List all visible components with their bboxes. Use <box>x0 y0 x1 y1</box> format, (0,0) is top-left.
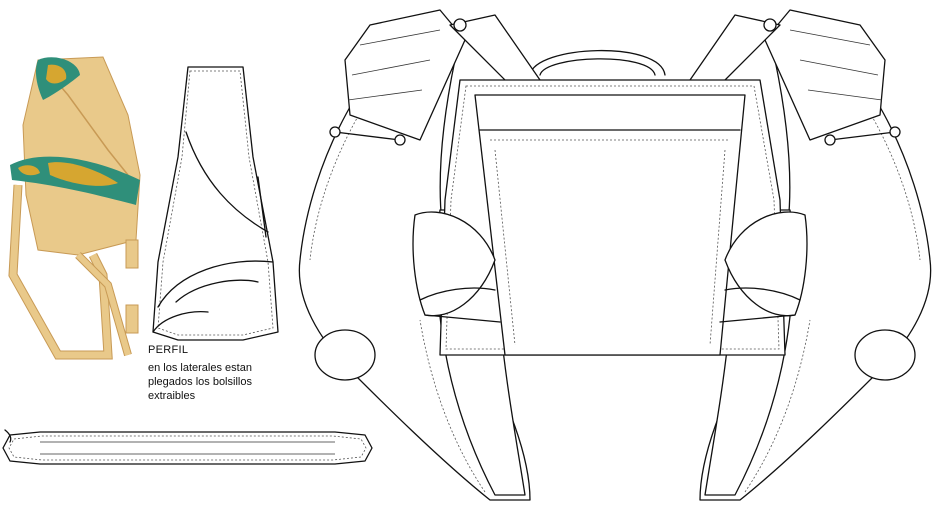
profile-caption: PERFIL en los laterales estan plegados l… <box>148 344 298 403</box>
profile-side-view <box>152 66 279 341</box>
bag-product-photo <box>8 55 148 370</box>
profile-note: en los laterales estan plegados los bols… <box>148 362 252 402</box>
backpack-back-view <box>298 9 932 501</box>
profile-title: PERFIL <box>148 344 189 356</box>
base-bottom-view <box>2 429 373 465</box>
